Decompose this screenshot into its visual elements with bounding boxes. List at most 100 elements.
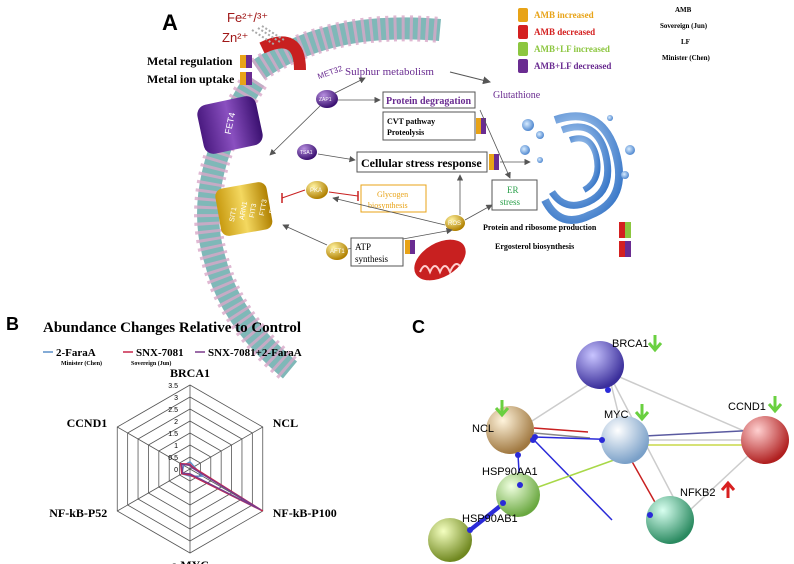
node-ncl-label: NCL [472,423,494,435]
legend-right-sovereign: Sovereign (Jun) [660,22,708,30]
badge-lf-dec [246,55,252,68]
badge-lf-dec [246,72,252,85]
node-hsp90ab1 [428,518,472,562]
sulphur-label: Sulphur metabolism [345,66,434,78]
radar-category-label: CCND1 [67,416,108,430]
legend-lf-inc: AMB+LF increased [534,44,610,54]
node-myc [601,416,649,464]
glycogen-label-1: Glycogen [377,190,408,199]
ros-label: ROS [448,221,461,227]
stress-label: Cellular stress response [361,156,482,170]
panel-a-legend: AMB increased AMB decreased AMB+LF incre… [518,6,711,73]
transporter-fit3: FIT3 [249,203,258,218]
protein-degradation-box [382,91,476,109]
zinc-ion: Zn²⁺ [222,30,248,45]
chart-legend: 2-FaraA Minister (Chen) SNX-7081 Soverei… [43,347,302,367]
node-hsp90ab1-label: HSP90AB1 [462,513,518,525]
radar-category-label: NF-kB-P52 [49,506,107,520]
metal-uptake-label: Metal ion uptake [147,72,235,86]
tsa1-node [297,144,317,160]
ribosome-label: Protein and ribosome production [483,223,597,232]
legend-2-faraa-sub: Minister (Chen) [61,360,102,367]
met32-label: MET32 [316,64,344,81]
legend-amb-dec: AMB decreased [534,27,595,37]
stress-box [356,151,488,173]
node-myc-label: MYC [604,409,629,421]
badge-amb-inc [240,55,246,68]
arrow-up-icon [720,480,736,498]
transporter-ftt3: FTT3 [259,199,269,217]
transporter-arn1: ARN1 [239,201,249,221]
er-label: ER [507,185,519,195]
legend-snx-sub: Sovereign (Jun) [131,360,171,367]
aft1-node [326,242,348,260]
radar-series-0 [180,460,205,477]
transporter-stack: SIT1 ARN1 FIT3 FTT3 FRE [215,182,278,236]
node-nfkb2-label: NFKB2 [680,487,715,499]
network-nodes: BRCA1 NCL MYC CCND1 HSP90AA1 NFKB2 HSP90… [428,335,789,562]
legend-right-minister: Minister (Chen) [662,54,711,62]
cvt-label: CVT pathway [387,117,435,126]
radar-category-label: BRCA1 [170,366,210,380]
radar-tick-label: 3 [174,395,178,402]
node-brca1 [576,341,624,389]
panel-b: B Abundance Changes Relative to Control … [6,314,337,564]
atp-box [350,237,404,267]
panel-b-label: B [6,314,19,334]
er-stress-box [491,179,538,211]
chart-title: Abundance Changes Relative to Control [43,320,301,336]
transporter-sit1: SIT1 [229,207,238,223]
badge-amb-inc [240,72,246,85]
radar-series-2 [180,463,262,511]
metal-regulation-label: Metal regulation [147,54,233,68]
legend-snx: SNX-7081 [136,347,184,359]
legend-amb-inc: AMB increased [534,10,594,20]
glutathione-label: Glutathione [493,90,541,101]
ergosterol-label: Ergosterol biosynthesis [495,242,574,251]
pka-node [306,181,328,199]
radar-tick-label: 0.5 [168,455,178,462]
fet4-protein [197,96,263,154]
pka-label: PKA [310,188,322,194]
atp-label-2: synthesis [355,254,389,264]
transporter-fre: FRE [269,199,278,214]
arrow-down-icon [767,396,783,414]
arrow-down-icon [494,400,510,418]
node-hsp90aa1 [496,473,540,517]
membrane-top-heads [250,15,442,81]
node-ccnd1 [741,416,789,464]
tsa1-label: TSA1 [300,150,313,156]
radar-spoke [117,426,191,470]
mitochondrion [414,239,466,281]
panel-a: A Fe²⁺/³⁺ Zn²⁺ Metal regulation Metal io… [147,6,711,381]
radar-category-label: NF-kB-P100 [273,506,337,520]
arrow-down-icon [647,335,663,353]
radar-spoke [189,426,263,470]
radar-tick-label: 2 [174,419,178,426]
atp-label-1: ATP [355,242,371,252]
glycogen-label-2: biosynthesis [368,201,408,210]
node-hsp90aa1-label: HSP90AA1 [482,466,538,478]
radar-tick-label: 1 [174,443,178,450]
radar-tick-label: 1.5 [168,431,178,438]
zap1-label: ZAP1 [319,97,332,103]
radar-series-1 [179,462,264,512]
radar-spoke [117,468,191,512]
radar-category-label: c-MYC [171,558,209,564]
protein-degradation-label: Protein degragation [386,96,472,107]
legend-right-amb: AMB [675,6,692,14]
edge-endpoints [467,387,653,533]
stress-label-2: stress [500,197,520,207]
ros-node [445,215,465,231]
membrane-left-heads [194,72,300,381]
radar-category-label: NCL [273,416,298,430]
panel-a-label: A [162,10,178,35]
aft1-label: AFT1 [330,249,345,255]
iron-ion: Fe²⁺/³⁺ [227,10,268,25]
node-ncl [486,406,534,454]
arrow-down-icon [634,404,650,422]
panel-c: C BRCA1 NCL [412,317,789,562]
node-ccnd1-label: CCND1 [728,401,766,413]
legend-2-faraa: 2-FaraA [56,347,96,359]
